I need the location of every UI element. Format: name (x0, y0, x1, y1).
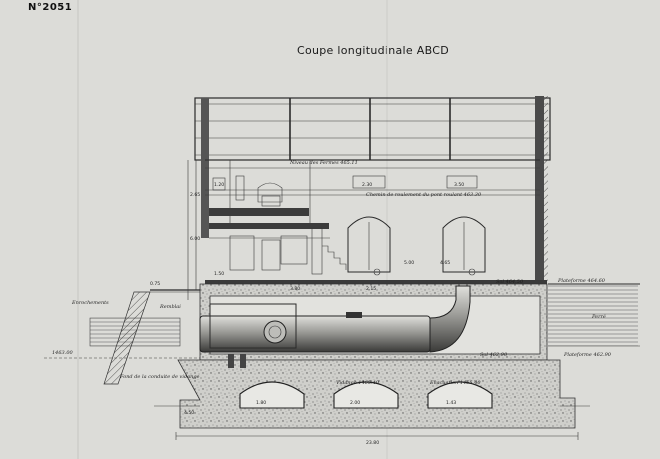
dim-3: 3.50 (454, 182, 464, 188)
dim-5: 6.00 (190, 236, 200, 242)
dim-7: 3.80 (290, 286, 300, 292)
dim-total: 23.80 (366, 440, 379, 446)
roof-frame (194, 97, 551, 161)
dim-9: 0.75 (150, 281, 160, 287)
foundation (177, 283, 576, 429)
sheet-number: N°2051 (28, 2, 73, 13)
label-chemin-roulement: Chemin de roulement du pont roulant 463.… (366, 192, 482, 198)
dim-11: 5.00 (404, 260, 414, 266)
dim-4: 2.65 (190, 192, 200, 198)
label-enrochements: Enrochements (71, 300, 109, 306)
label-perre: Perré (591, 313, 606, 320)
dim-15: 4.50 (184, 410, 194, 416)
right-bank (548, 283, 640, 347)
dim-6: 1.50 (214, 271, 224, 277)
label-plateforme-upper: Plateforme 464.60 (557, 278, 606, 284)
label-sol-upper: Sol 464.50 (496, 279, 524, 285)
dim-1: 1.20 (214, 182, 224, 188)
building-section (205, 159, 547, 284)
dim-2: 2.30 (362, 182, 372, 188)
label-elevation-left: 1463.00 (52, 350, 73, 356)
left-intake (44, 289, 200, 385)
label-niveau-fermes: Niveau des Fermes 465.11 (289, 160, 358, 166)
label-remblai: Remblai (159, 304, 181, 310)
dim-13: 2.00 (350, 400, 360, 406)
label-fond-conduite: Fond de la conduite de vidange (119, 374, 200, 380)
dim-14: 1.43 (446, 400, 456, 406)
dim-12: 1.80 (256, 400, 266, 406)
dim-10: 4.65 (440, 260, 450, 266)
label-arch-vidange: Vidange 1465.40 (336, 380, 380, 386)
label-sol-lower: Sol 462.90 (480, 352, 508, 358)
label-arch-evacuation: Evacuation 1465.40 (429, 380, 481, 386)
dim-8: 2.15 (366, 286, 376, 292)
label-plateforme-lower: Plateforme 462.90 (563, 352, 612, 358)
drawing-title: Coupe longitudinale ABCD (296, 44, 449, 57)
